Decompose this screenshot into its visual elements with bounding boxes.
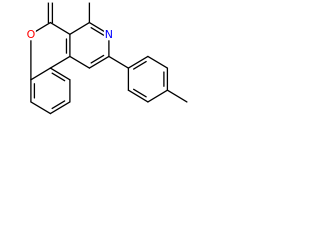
ring-nitrogen-label-background — [103, 28, 114, 41]
bond-m1-p1 — [69, 21, 91, 35]
bond-k3-k4 — [30, 101, 52, 115]
bond-k1-k2 — [30, 67, 52, 81]
molecule-structure-diagram: O O OH N — [0, 0, 246, 153]
bond-m2-k1 — [49, 55, 71, 69]
bond-t4-me — [166, 89, 188, 103]
ring-oxygen-label: O — [27, 28, 36, 41]
bond-inner-t5-t6 — [133, 88, 147, 98]
bond-cc-m1 — [49, 21, 71, 35]
carbonyl-oxygen-label-background — [45, 0, 56, 3]
bond-k4-k5 — [49, 101, 71, 115]
hydroxyl-label-background — [83, 0, 102, 3]
bond-inner-k4-k5 — [51, 100, 66, 110]
bond-p2-p3 — [88, 55, 110, 69]
bond-t1-t2 — [127, 55, 149, 69]
bond-p3-m2 — [69, 55, 91, 69]
ring-nitrogen-label: N — [105, 28, 113, 41]
bond-t4-t5 — [147, 89, 169, 103]
bond-inner-t1-t2 — [133, 60, 147, 70]
molecule-svg: O O OH N — [25, 0, 188, 115]
bond-t5-t6 — [127, 89, 149, 103]
bond-k6-k1 — [49, 67, 71, 81]
bond-inner-p1-pn — [90, 27, 105, 36]
bond-p2-t1 — [108, 55, 130, 69]
hydroxyl-label: OH — [84, 0, 101, 3]
bond-t2-t3 — [147, 55, 169, 69]
bond-inner-p2-p3 — [90, 54, 105, 64]
ring-oxygen-label-background — [25, 28, 36, 41]
carbonyl-oxygen-label: O — [46, 0, 55, 3]
bond-inner-k6-k1 — [51, 72, 66, 82]
